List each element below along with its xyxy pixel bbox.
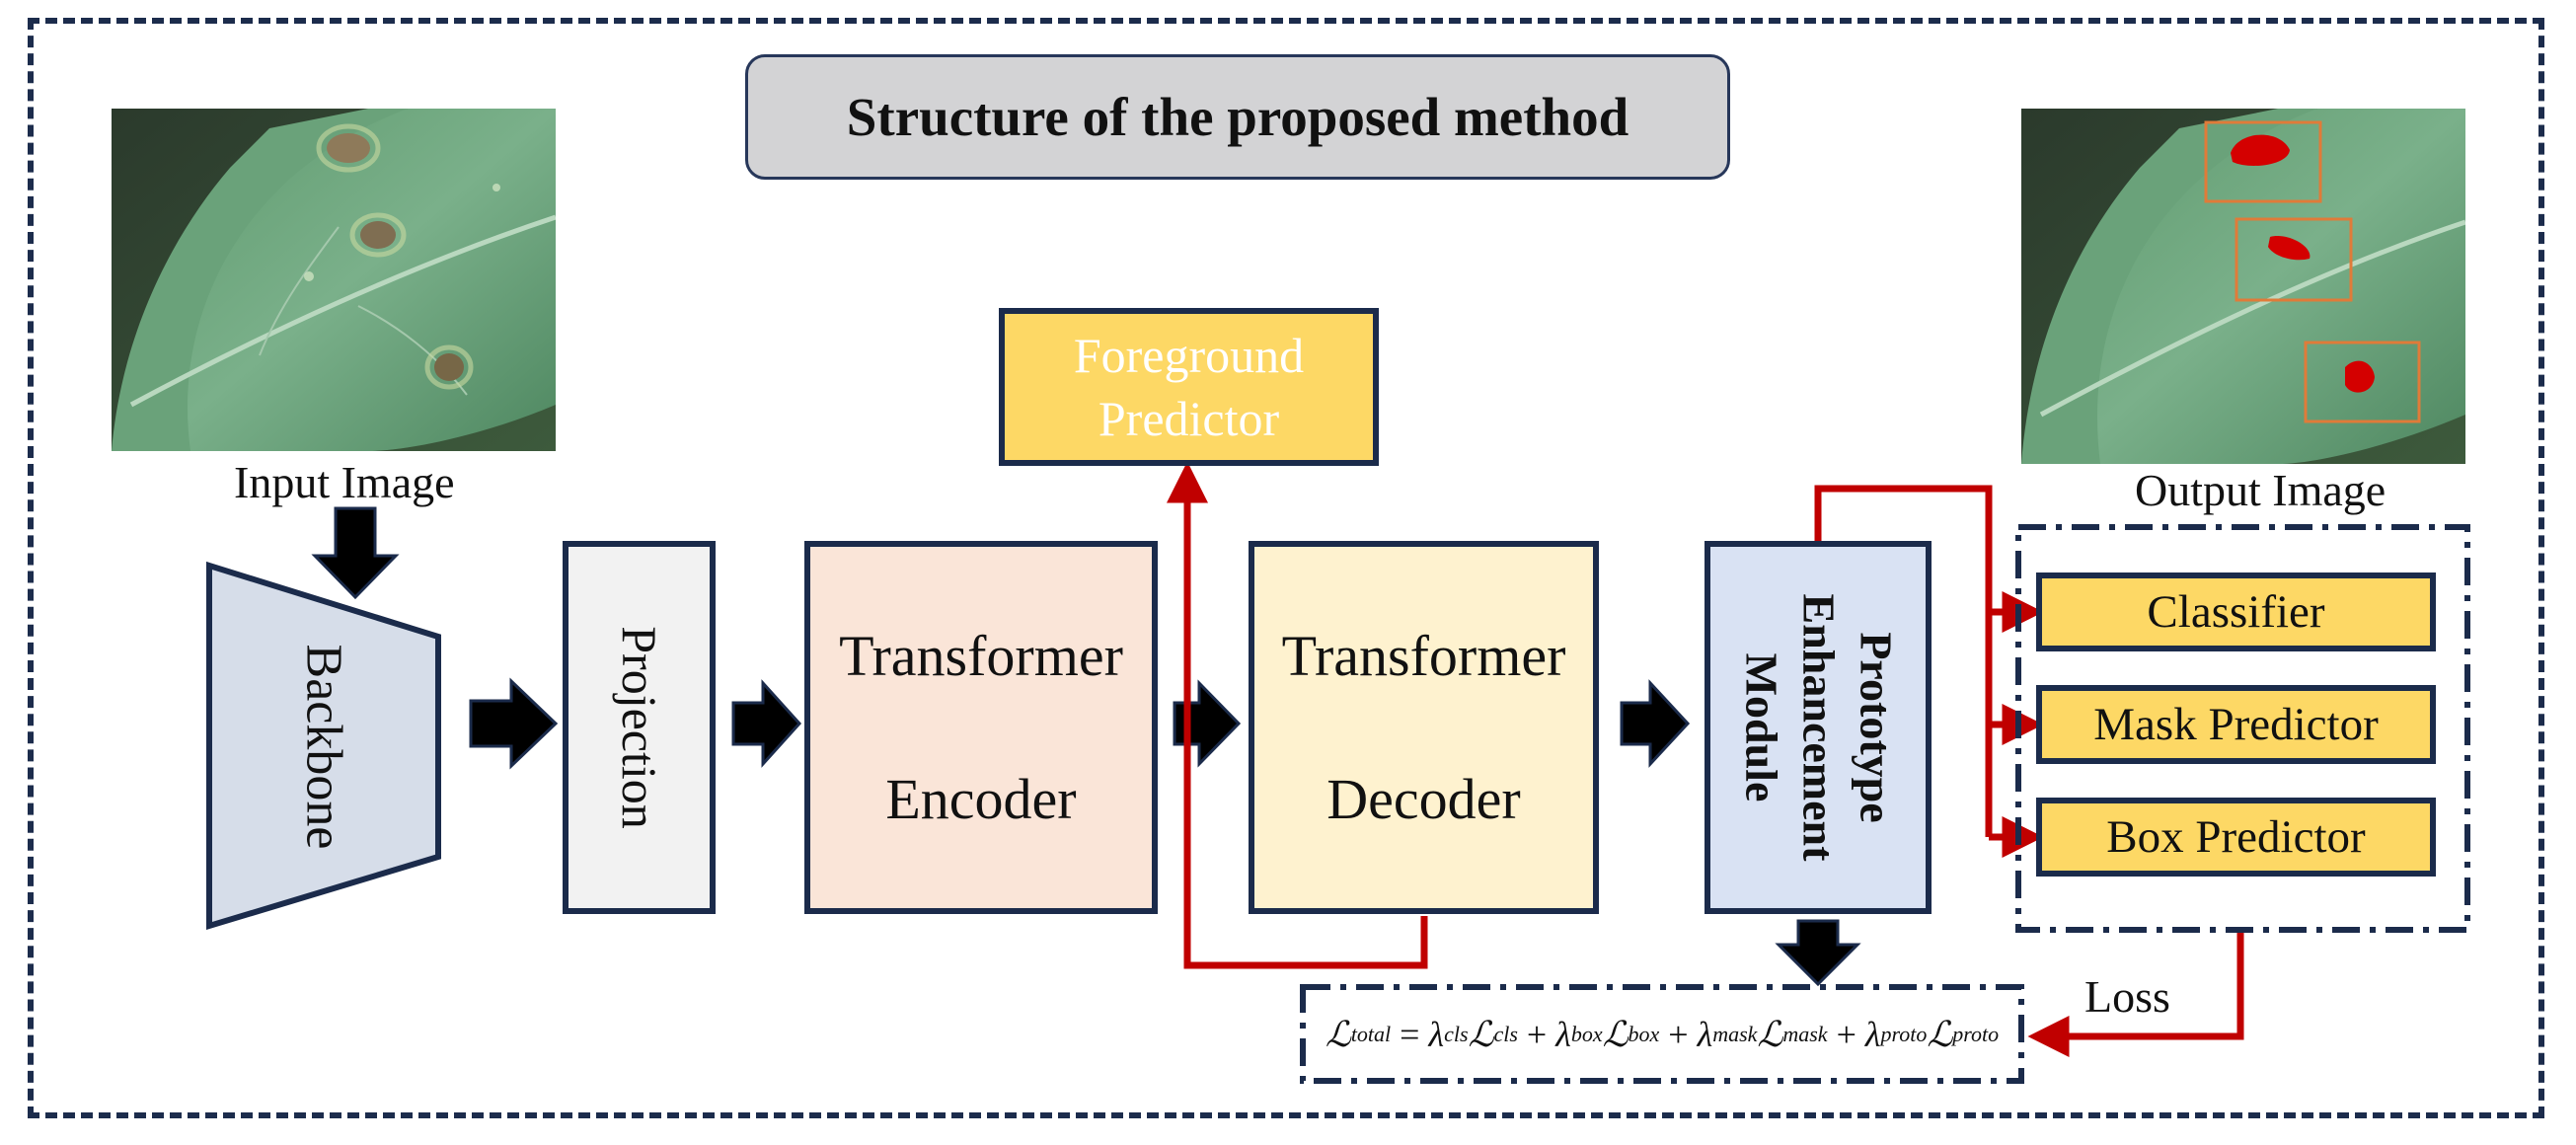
formula-sub-mask: mask [1782,1021,1828,1046]
formula-sub-lambda-cls: cls [1444,1021,1469,1046]
output-image-caption: Output Image [2135,465,2387,515]
red-arrow-decoder-foreground [1167,461,1428,969]
foreground-label-line2: Predictor [1098,391,1280,446]
formula-plus-2: + [1659,1014,1698,1054]
formula-sub-lambda-mask: mask [1712,1021,1758,1046]
decoder-label-line1: Transformer [1281,624,1566,688]
formula-lambda-proto: λ [1864,1014,1881,1054]
formula-plus-3: + [1827,1014,1865,1054]
projection-label: Projection [611,626,667,829]
arrow-decoder-prototype [1620,679,1691,768]
formula-L-cls: ℒ [1468,1014,1494,1054]
formula-lambda-mask: λ [1697,1014,1713,1054]
detection-box-2 [2235,217,2353,302]
diagram-title: Structure of the proposed method [745,54,1730,180]
detection-box-3 [2304,341,2421,423]
input-down-arrow [311,506,400,600]
prototype-label: Prototype Enhancement Module [1732,594,1904,862]
backbone-label: Backbone [295,644,352,850]
transformer-decoder-module: Transformer Decoder [1249,541,1599,914]
backbone-label-wrap: Backbone [209,637,438,857]
encoder-label-line1: Transformer [839,624,1123,688]
output-leaf-image [2021,109,2465,464]
formula-sub-total: total [1350,1021,1392,1046]
foreground-label-line1: Foreground [1073,328,1305,383]
formula-plus-1: + [1517,1014,1556,1054]
detection-box-1 [2204,120,2322,203]
input-leaf-image [112,109,556,451]
encoder-label-line2: Encoder [885,767,1077,831]
loss-formula-box [1300,984,2024,1084]
formula-lambda-box: λ [1555,1014,1571,1054]
formula-lambda-cls: λ [1428,1014,1445,1054]
arrow-backbone-projection [469,677,559,770]
projection-module: Projection [563,541,716,914]
formula-L-box: ℒ [1602,1014,1629,1054]
arrow-prototype-loss [1775,919,1861,987]
formula-equals: = [1391,1014,1429,1054]
input-image-caption: Input Image [234,457,455,507]
prototype-label-line1: Prototype [1851,632,1901,823]
formula-L-proto: ℒ [1927,1014,1953,1054]
foreground-predictor: Foreground Predictor [999,308,1379,466]
formula-sub-lambda-box: box [1570,1021,1603,1046]
red-arrow-loss [2027,928,2244,1057]
box-predictor-head: Box Predictor [2036,798,2436,877]
mask-predictor-head: Mask Predictor [2036,685,2436,764]
transformer-encoder-module: Transformer Encoder [804,541,1158,914]
prototype-label-line2: Enhancement [1793,593,1844,862]
lesion-mask-1 [2231,134,2290,166]
loss-label: Loss [2084,971,2170,1022]
classifier-head: Classifier [2036,572,2436,651]
lesion-mask-2 [2268,236,2311,261]
decoder-label-line2: Decoder [1326,767,1521,831]
heads-group-box [2015,524,2470,933]
formula-L-total: ℒ [1325,1014,1351,1054]
diagram-frame [28,18,2544,1118]
formula-sub-proto: proto [1952,1021,2000,1046]
formula-L-mask: ℒ [1757,1014,1783,1054]
lesion-mask-3 [2345,360,2375,393]
arrow-projection-encoder [731,679,802,768]
formula-sub-box: box [1628,1021,1660,1046]
prototype-label-line3: Module [1736,652,1786,802]
formula-sub-cls: cls [1493,1021,1518,1046]
prototype-enhancement-module: Prototype Enhancement Module [1705,541,1932,914]
red-branch-trunk [1814,485,1993,837]
backbone-shape [206,561,441,931]
formula-sub-lambda-proto: proto [1880,1021,1928,1046]
